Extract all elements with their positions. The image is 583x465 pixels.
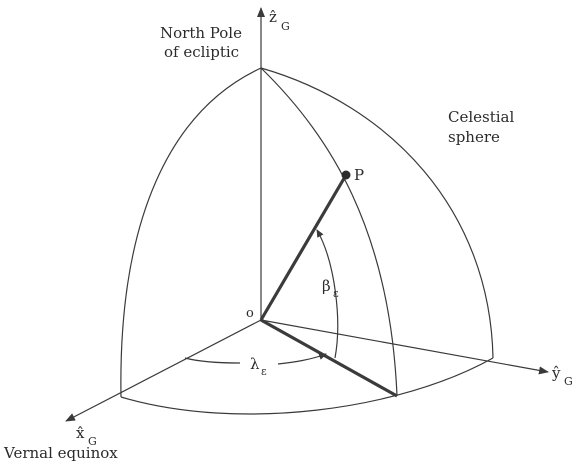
y-axis-symbol: ŷ: [551, 364, 561, 382]
y-axis-line: [260, 319, 549, 375]
beta-symbol: β: [322, 277, 331, 295]
origin-o-label: o: [246, 306, 254, 321]
position-vector-op: [259, 174, 348, 321]
lambda-angle-arc-right: [277, 353, 327, 365]
beta-subscript: ε: [333, 287, 339, 300]
x-axis-subscript: G: [88, 435, 97, 448]
lambda-symbol: λ: [250, 355, 260, 373]
celestial-sphere-label-line1: Celestial: [448, 108, 514, 126]
celestial-sphere-label-line2: sphere: [448, 128, 500, 146]
beta-angle-arc: [316, 229, 339, 359]
vernal-equinox-label: Vernal equinox: [3, 444, 118, 462]
north-pole-label-line2: of ecliptic: [164, 43, 239, 61]
lambda-subscript: ε: [261, 365, 267, 378]
x-axis-symbol: x̂: [76, 424, 85, 442]
z-axis-symbol: ẑ: [269, 8, 277, 26]
y-axis-subscript: G: [564, 375, 573, 388]
ecliptic-projection-line: [260, 318, 398, 398]
north-pole-label-line1: North Pole: [160, 24, 242, 42]
ecliptic-equator-arc: [120, 357, 494, 415]
sphere-left-meridian: [120, 67, 262, 398]
x-axis-line: [65, 319, 262, 422]
z-axis-subscript: G: [281, 20, 290, 33]
point-p-label: P: [354, 166, 364, 184]
point-p-marker: [341, 170, 351, 180]
lambda-angle-arc-left: [184, 357, 241, 364]
meridian-through-p: [260, 67, 398, 397]
sphere-right-meridian: [260, 67, 494, 359]
